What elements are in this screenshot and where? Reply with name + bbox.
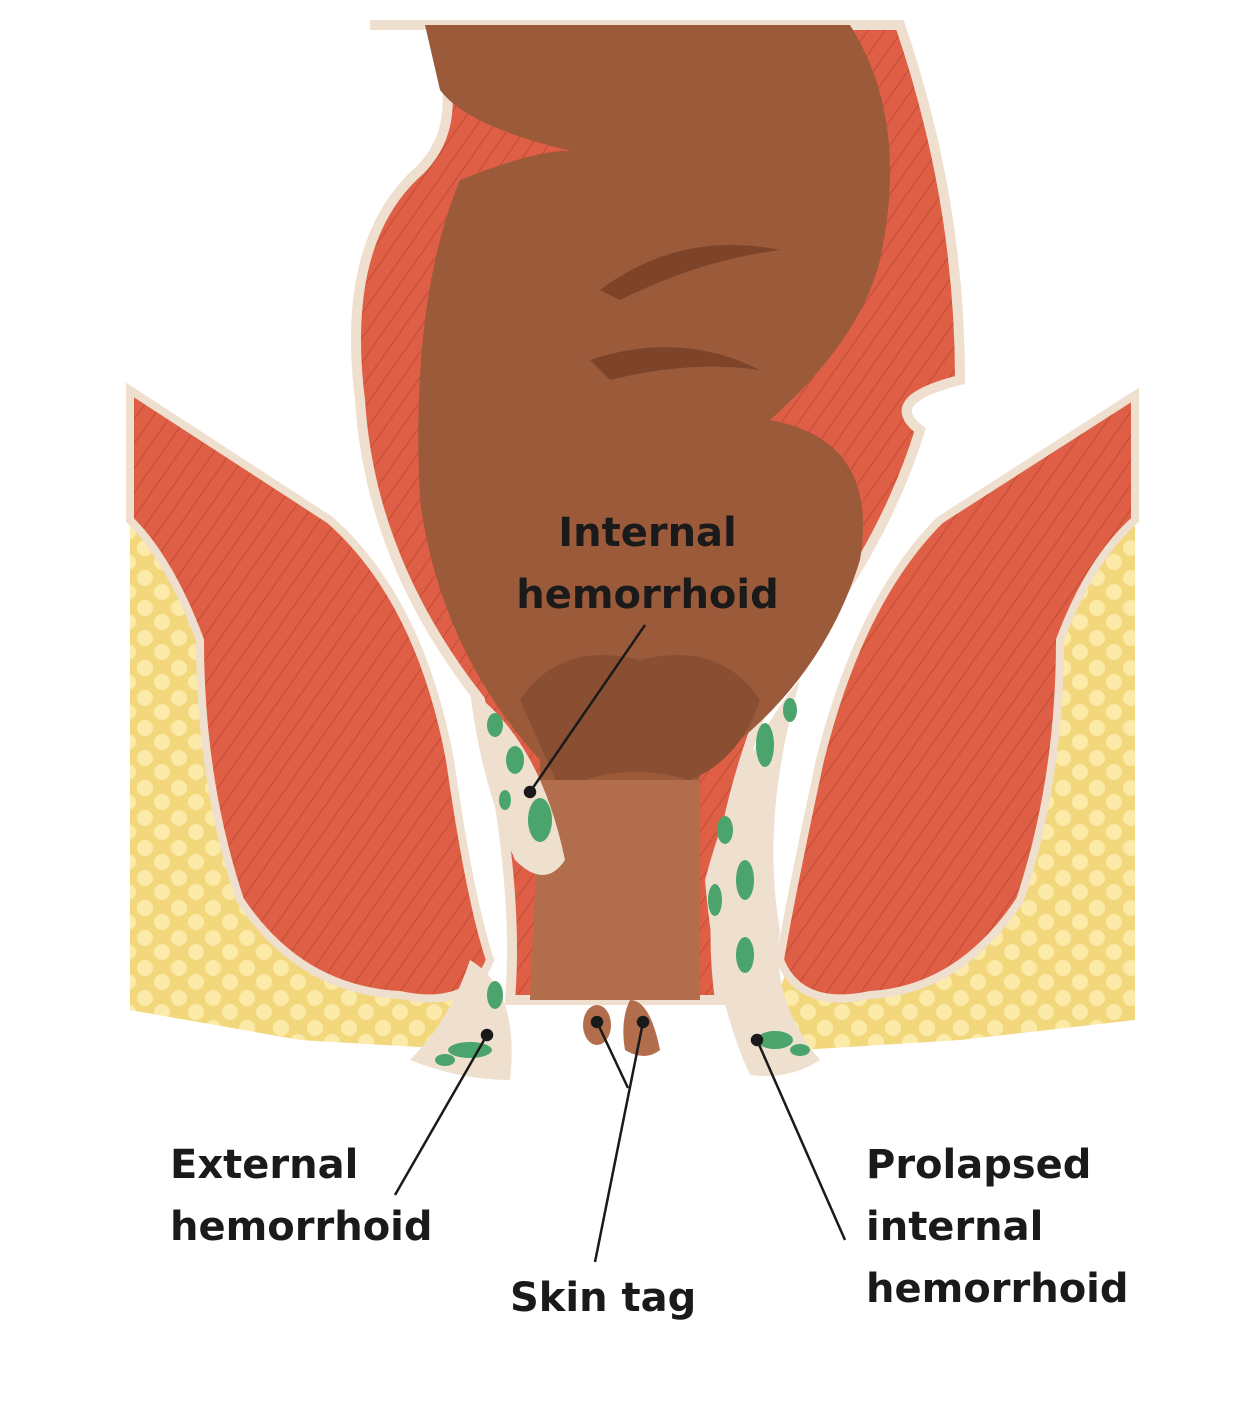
label-line: hemorrhoid [170, 1204, 433, 1250]
label-prolapsed-internal-hemorrhoid: Prolapsed internal hemorrhoid [866, 1134, 1129, 1320]
rectal-lumen [418, 25, 890, 1000]
lining-right [705, 680, 820, 1076]
label-line: hemorrhoid [866, 1266, 1129, 1312]
label-line: internal [866, 1204, 1044, 1250]
label-skin-tag: Skin tag [510, 1267, 696, 1329]
label-internal-hemorrhoid: Internal hemorrhoid [500, 502, 795, 626]
internal-hemorrhoid-vessels [487, 713, 552, 842]
muscle-right [775, 387, 1139, 1003]
label-external-hemorrhoid: External hemorrhoid [170, 1134, 433, 1258]
lumen-fold [590, 347, 760, 380]
lumen-fold [600, 245, 780, 300]
skin-tags [583, 1000, 660, 1056]
anal-canal [530, 780, 700, 1000]
label-line: External [170, 1142, 359, 1188]
lumen-fold [520, 655, 760, 790]
label-line: hemorrhoid [516, 572, 779, 618]
label-line: Internal [558, 510, 737, 556]
label-line: Prolapsed [866, 1142, 1092, 1188]
leader-lines [393, 624, 847, 1263]
label-line: Skin tag [510, 1275, 697, 1321]
prolapsed-hemorrhoid-vessels [708, 698, 810, 1056]
muscle-left [126, 382, 495, 1003]
